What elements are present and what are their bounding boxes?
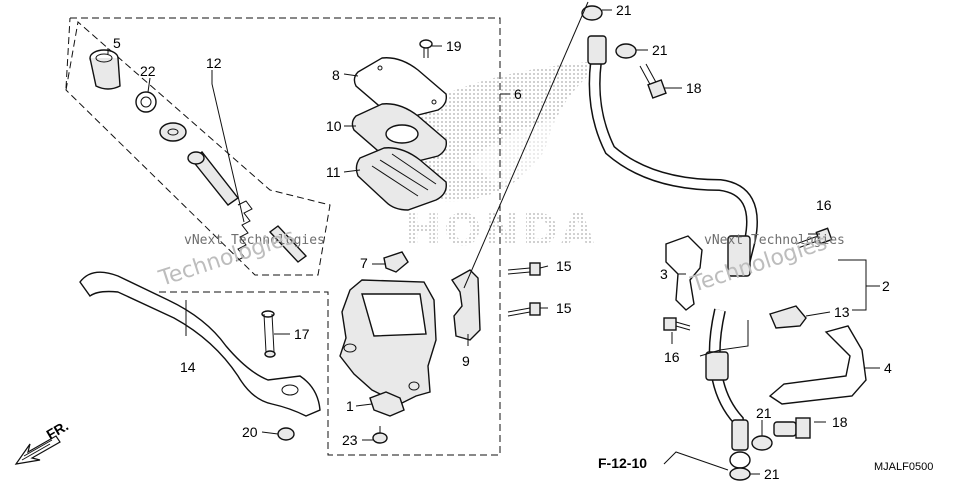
part-brake-lever: [79, 271, 321, 417]
part-bolt-16a: [795, 227, 833, 249]
callout-21b: 21: [652, 42, 668, 58]
callout-9: 9: [462, 353, 470, 369]
part-clamp-13: [769, 305, 807, 329]
part-washer-21d: [729, 467, 751, 481]
callout-10: 10: [326, 118, 342, 134]
diagram-code: MJALF0500: [874, 461, 933, 473]
callout-23: 23: [342, 432, 358, 448]
callout-2: 2: [882, 278, 890, 294]
honda-brand-text: HONDA: [405, 205, 597, 256]
part-washer-21a: [581, 5, 603, 21]
callout-16a: 16: [816, 197, 832, 213]
part-bracket-3: [665, 235, 703, 311]
callout-19: 19: [446, 38, 462, 54]
part-holder: [450, 269, 481, 341]
callout-17: 17: [294, 326, 310, 342]
part-screw-19: [419, 39, 433, 58]
watermark-text-1: vNext Technologies: [184, 233, 325, 248]
part-circlip: [135, 91, 157, 113]
callout-20: 20: [242, 424, 258, 440]
callout-labels: 5 22 12 8 10 11 19 6 7 15 15 9 1 23 17 1…: [113, 2, 892, 482]
part-stay-4: [768, 325, 867, 405]
front-label: FR.: [44, 417, 72, 442]
figure-reference: F-12-10: [598, 455, 647, 471]
callout-22: 22: [140, 63, 156, 79]
callout-15b: 15: [556, 300, 572, 316]
part-diaphragm-plate: [351, 103, 448, 165]
callout-11: 11: [326, 164, 341, 180]
part-stop-switch: [369, 391, 405, 417]
part-master-cylinder-body: [339, 279, 437, 405]
callout-21c: 21: [756, 405, 772, 421]
callout-3: 3: [660, 266, 668, 282]
part-pivot-bolt: [261, 310, 276, 358]
callout-12: 12: [206, 55, 222, 71]
callout-21d: 21: [764, 466, 780, 482]
callout-13: 13: [834, 304, 850, 320]
part-bolt-16b: [663, 317, 691, 331]
part-diaphragm: [355, 147, 447, 211]
callout-4: 4: [884, 360, 892, 376]
part-bolt-18b: [773, 417, 811, 439]
part-nut-20: [277, 427, 295, 441]
master-cylinder-frame: [65, 17, 501, 456]
part-washer-21b: [615, 43, 637, 59]
front-arrow: FR.: [14, 417, 72, 465]
callout-1: 1: [346, 398, 354, 414]
part-boot: [89, 49, 121, 90]
callout-15a: 15: [556, 258, 572, 274]
part-screw-23: [372, 426, 388, 444]
part-washer-21c: [751, 435, 773, 451]
callout-7: 7: [360, 255, 368, 271]
part-reservoir-cap: [353, 57, 448, 119]
honda-wing-logo: HONDA: [395, 60, 610, 256]
part-bolt-18a: [639, 63, 667, 99]
callout-18a: 18: [686, 80, 702, 96]
part-bolt-15a: [507, 262, 541, 276]
callout-8: 8: [332, 67, 340, 83]
callout-18b: 18: [832, 414, 848, 430]
part-clip-7: [383, 251, 409, 273]
piston-kit-frame: [65, 21, 331, 276]
callout-16b: 16: [664, 349, 680, 365]
callout-21a: 21: [616, 2, 632, 18]
part-washer: [159, 122, 187, 142]
callout-5: 5: [113, 35, 121, 51]
part-brake-hose: [587, 35, 758, 469]
part-bolt-15b: [507, 302, 541, 317]
callout-14: 14: [180, 359, 196, 375]
callout-6: 6: [514, 86, 522, 102]
watermark-text-2: vNext Technologies: [704, 233, 845, 248]
leader-lines: [107, 1, 880, 475]
